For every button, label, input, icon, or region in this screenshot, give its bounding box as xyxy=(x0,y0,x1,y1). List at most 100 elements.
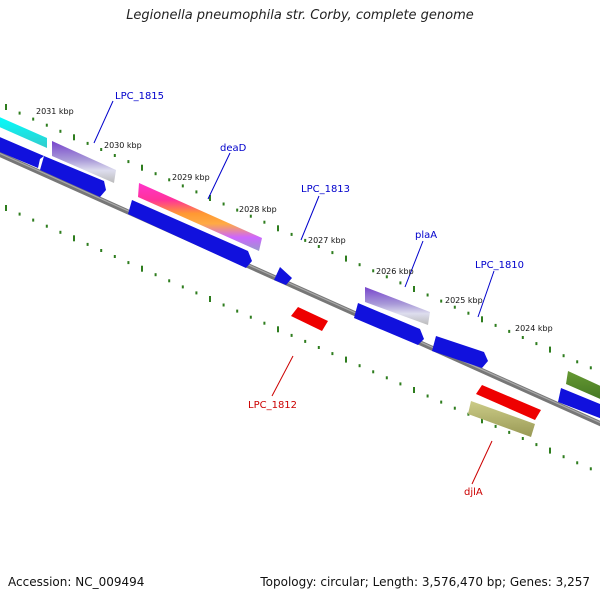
map-title: Legionella pneumophila str. Corby, compl… xyxy=(126,8,474,23)
minor-tick xyxy=(440,400,443,404)
minor-tick xyxy=(100,249,103,252)
minor-tick xyxy=(426,293,429,297)
major-tick xyxy=(73,235,75,242)
minor-tick xyxy=(113,154,116,157)
forward-genes xyxy=(0,135,600,420)
minor-tick xyxy=(535,443,538,447)
minor-tick xyxy=(589,467,592,471)
outer-tick-track xyxy=(5,104,592,370)
gene-arrow-red[interactable] xyxy=(476,385,541,420)
minor-tick xyxy=(100,148,103,151)
gene-arrow-blue[interactable] xyxy=(0,135,44,168)
minor-tick xyxy=(535,342,538,346)
kbp-label: 2027 kbp xyxy=(308,236,346,245)
minor-tick xyxy=(32,117,35,121)
gene-arrow-red[interactable] xyxy=(291,307,328,331)
minor-tick xyxy=(508,430,511,434)
minor-tick xyxy=(168,178,171,182)
minor-tick xyxy=(222,202,225,206)
major-tick xyxy=(209,195,211,201)
minor-tick xyxy=(494,424,497,428)
gene-bar-cyan[interactable] xyxy=(0,115,47,148)
gene-label-lpc1810[interactable]: LPC_1810 xyxy=(475,260,524,271)
minor-tick xyxy=(86,242,89,246)
major-tick xyxy=(277,225,279,232)
gene-arrow-blue[interactable] xyxy=(354,303,424,345)
minor-tick xyxy=(304,238,307,242)
kbp-label: 2026 kbp xyxy=(376,267,414,276)
minor-tick xyxy=(127,160,130,164)
gene-arrow-blue[interactable] xyxy=(40,156,106,197)
minor-tick xyxy=(168,279,171,283)
minor-tick xyxy=(385,275,388,279)
gene-label-lpc1815[interactable]: LPC_1815 xyxy=(115,91,164,102)
minor-tick xyxy=(467,412,470,416)
minor-tick xyxy=(317,245,320,248)
minor-tick xyxy=(59,129,62,133)
minor-tick xyxy=(331,251,334,255)
gene-bar-magenta-deaD[interactable] xyxy=(138,183,262,251)
major-tick xyxy=(141,265,143,272)
gene-bar-khaki-djlA[interactable] xyxy=(468,401,535,437)
gene-bar-purple-plaA[interactable] xyxy=(365,287,430,325)
minor-tick xyxy=(45,224,48,228)
kbp-label: 2031 kbp xyxy=(36,107,74,116)
gene-arrow-blue[interactable] xyxy=(558,388,600,420)
gene-label-plaa[interactable]: plaA xyxy=(415,230,437,241)
minor-tick xyxy=(195,190,198,194)
minor-tick xyxy=(467,311,470,315)
minor-tick xyxy=(331,352,334,356)
minor-tick xyxy=(195,291,198,295)
minor-tick xyxy=(18,212,21,216)
minor-tick xyxy=(453,406,456,410)
gene-bar-purple-1815[interactable] xyxy=(52,141,116,183)
gene-label-djla[interactable]: djlA xyxy=(464,487,483,498)
minor-tick xyxy=(426,394,429,398)
kbp-label: 2030 kbp xyxy=(104,141,142,150)
minor-tick xyxy=(521,336,524,339)
gene-arrow-blue[interactable] xyxy=(274,267,292,285)
major-tick xyxy=(549,447,551,454)
minor-tick xyxy=(249,214,252,218)
minor-tick xyxy=(236,208,239,212)
kbp-label: 2025 kbp xyxy=(445,296,483,305)
kbp-label: 2028 kbp xyxy=(239,205,277,214)
major-tick xyxy=(141,164,143,171)
major-tick xyxy=(5,205,7,211)
major-tick xyxy=(345,356,347,363)
minor-tick xyxy=(440,299,443,303)
minor-tick xyxy=(358,364,361,368)
minor-tick xyxy=(372,269,375,273)
minor-tick xyxy=(154,172,157,176)
gene-label-lpc1812[interactable]: LPC_1812 xyxy=(248,400,297,411)
gene-label-dead[interactable]: deaD xyxy=(220,143,247,154)
minor-tick xyxy=(399,281,402,285)
minor-tick xyxy=(562,455,565,459)
minor-tick xyxy=(494,323,497,327)
minor-tick xyxy=(453,305,456,309)
minor-tick xyxy=(113,255,116,258)
minor-tick xyxy=(236,309,239,313)
minor-tick xyxy=(222,303,225,307)
gene-arrow-blue[interactable] xyxy=(432,336,488,368)
minor-tick xyxy=(45,123,48,127)
minor-tick xyxy=(263,220,266,224)
major-tick xyxy=(5,104,7,110)
major-tick xyxy=(413,286,415,292)
inner-tick-track xyxy=(5,205,592,471)
major-tick xyxy=(481,417,483,424)
topology-text: Topology: circular; Length: 3,576,470 bp… xyxy=(260,575,590,589)
minor-tick xyxy=(127,261,130,265)
major-tick xyxy=(413,387,415,393)
minor-tick xyxy=(154,273,157,277)
reverse-genes xyxy=(291,307,541,420)
gene-label-lpc1813[interactable]: LPC_1813 xyxy=(301,184,350,195)
minor-tick xyxy=(263,321,266,325)
gene-arrow-blue[interactable] xyxy=(128,200,252,268)
minor-tick xyxy=(18,111,21,115)
minor-tick xyxy=(589,366,592,370)
major-tick xyxy=(549,346,551,353)
minor-tick xyxy=(508,329,511,333)
gene-bar-olive[interactable] xyxy=(566,371,600,401)
